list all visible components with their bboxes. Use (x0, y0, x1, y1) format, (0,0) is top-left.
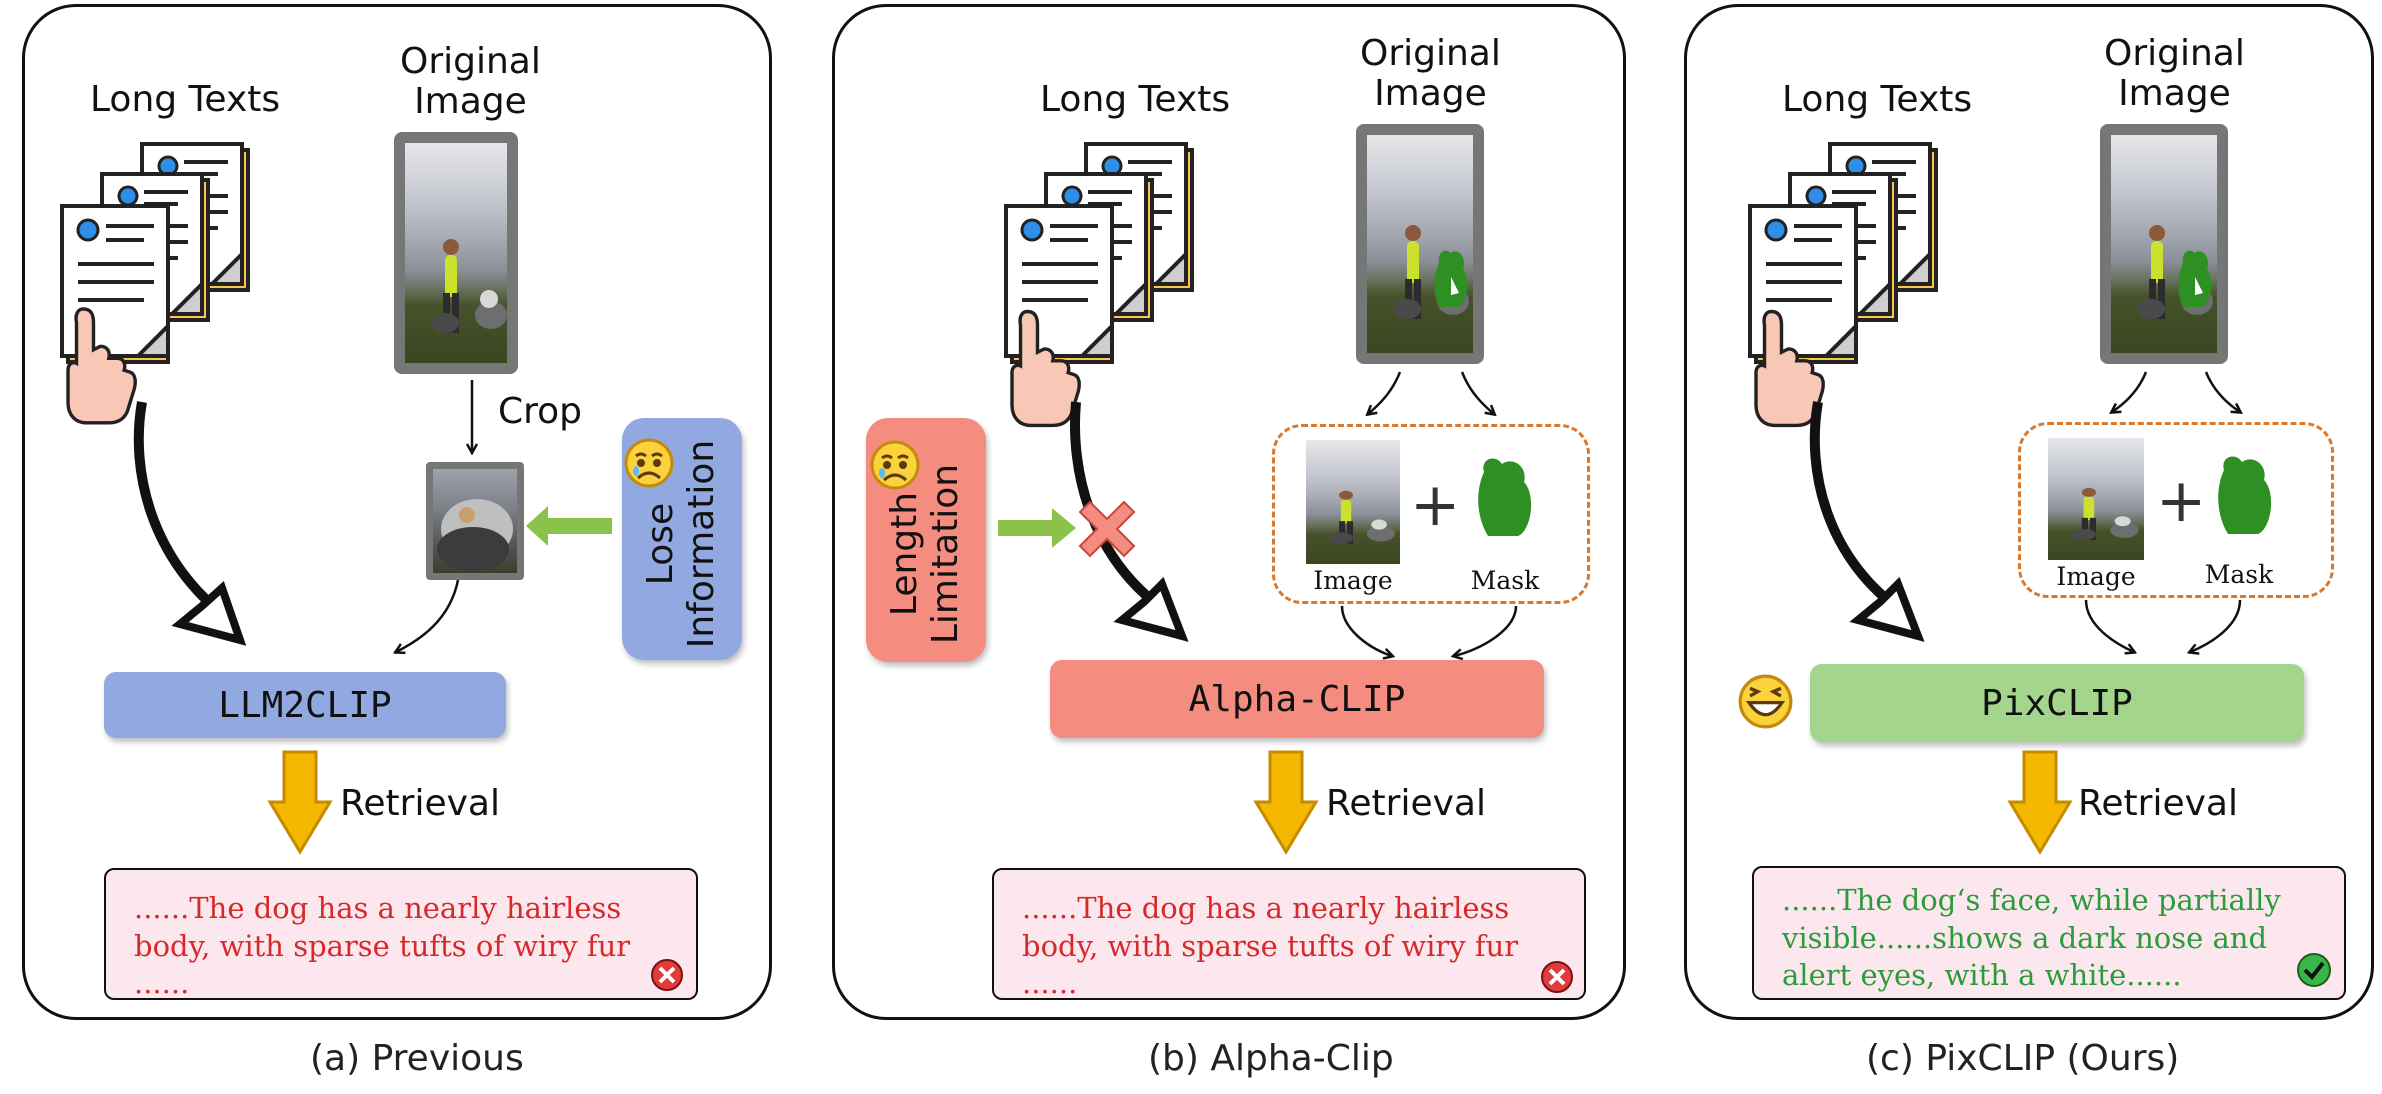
retrieval-arrow (2007, 750, 2073, 855)
image-thumb (2048, 438, 2144, 560)
image-thumb (1306, 440, 1400, 564)
mask-label: Mask (1470, 566, 1540, 595)
long-texts-label: Long Texts (90, 79, 281, 120)
retrieval-label: Retrieval (2078, 783, 2238, 824)
retrieval-arrow (267, 750, 333, 855)
original-image-masked (2100, 124, 2228, 364)
retrieval-result-correct: ......The dog‘s face, while partially vi… (1752, 866, 2346, 1000)
red-cross-icon (1078, 500, 1136, 558)
plus-sign: + (1410, 470, 1461, 540)
happy-face-emoji (1738, 674, 1793, 729)
mask-label: Mask (2204, 560, 2274, 589)
image-mask-group (1272, 424, 1590, 604)
llm2clip-box: LLM2CLIP (104, 672, 506, 738)
caption-previous: (a) Previous (310, 1038, 524, 1079)
image-mask-group (2018, 422, 2334, 598)
image-label: Image (2056, 562, 2136, 591)
long-texts-label: Long Texts (1040, 79, 1231, 120)
check-circle-icon (2297, 953, 2331, 987)
cropped-image (426, 462, 524, 580)
pixclip-box: PixCLIP (1810, 664, 2304, 742)
image-label: Image (1313, 566, 1393, 595)
long-texts-label: Long Texts (1782, 79, 1973, 120)
crop-label: Crop (498, 391, 583, 432)
original-image-masked (1356, 124, 1484, 364)
retrieval-arrow (1253, 750, 1319, 855)
caption-alpha-clip: (b) Alpha-Clip (1148, 1038, 1394, 1079)
x-circle-icon (651, 959, 683, 991)
caption-pixclip: (c) PixCLIP (Ours) (1866, 1038, 2180, 1079)
retrieval-result-wrong: ......The dog has a nearly hairless body… (992, 868, 1586, 1000)
original-image (394, 132, 518, 374)
mask-icon (2218, 456, 2272, 534)
alpha-clip-box: Alpha-CLIP (1050, 660, 1544, 738)
x-circle-icon (1541, 961, 1573, 993)
mask-icon (1478, 458, 1532, 536)
retrieval-label: Retrieval (1326, 783, 1486, 824)
retrieval-label: Retrieval (340, 783, 500, 824)
retrieval-result-wrong: ......The dog has a nearly hairless body… (104, 868, 698, 1000)
plus-sign: + (2156, 466, 2207, 536)
